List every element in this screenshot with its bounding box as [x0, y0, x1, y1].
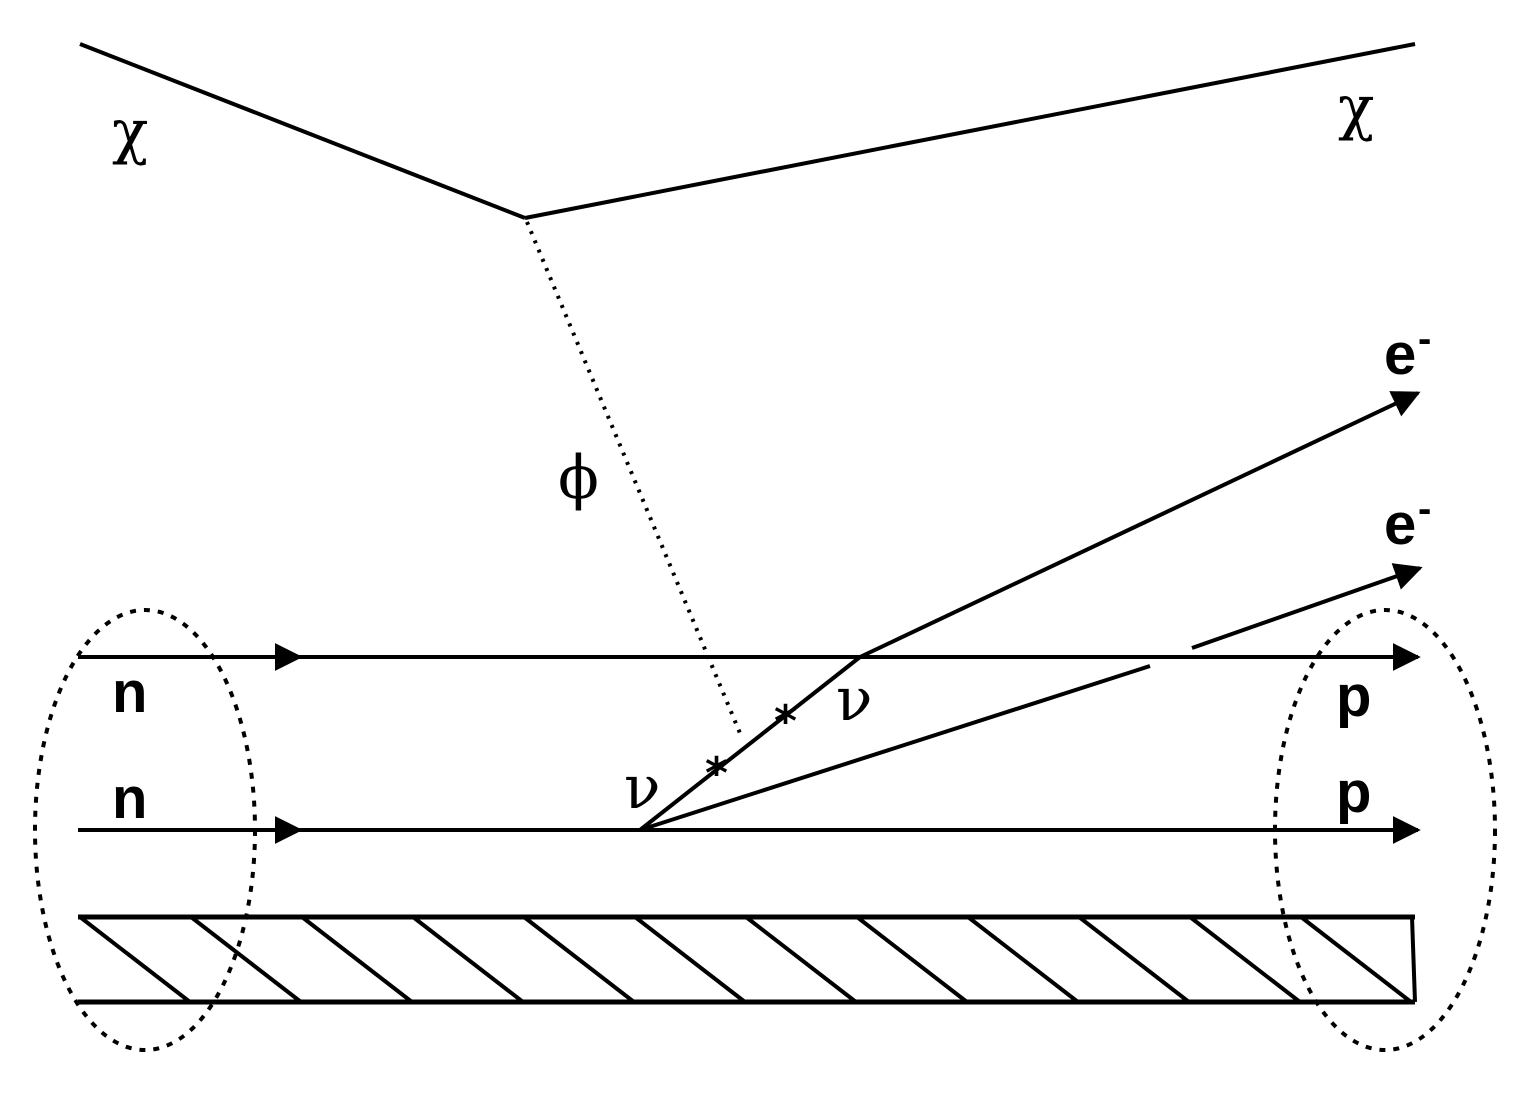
- hatch-line: [78, 915, 192, 1004]
- hatch-line: [633, 915, 747, 1004]
- final-nucleus-ellipse: [1273, 608, 1497, 1052]
- hatch-line: [1299, 915, 1413, 1004]
- hatch-line: [411, 915, 525, 1004]
- chi-outgoing-label: χ: [1338, 73, 1374, 143]
- neutron-label-bottom: n: [112, 766, 147, 831]
- hatch-line: [189, 915, 303, 1004]
- hatch-line: [855, 915, 969, 1004]
- electron-label-top: e: [1384, 322, 1416, 387]
- neutron-label-top: n: [112, 660, 147, 725]
- chi-incoming-line: [79, 42, 526, 220]
- hatch-line: [300, 915, 414, 1004]
- initial-nucleus-ellipse: [33, 608, 257, 1052]
- hatch-line: [522, 915, 636, 1004]
- hatch-line: [1077, 915, 1191, 1004]
- proton-label-bottom: p: [1336, 760, 1371, 825]
- electron-charge-bottom: -: [1418, 487, 1431, 531]
- neutrino-label-right: ν: [836, 665, 872, 735]
- star-marker-upper: *: [774, 696, 797, 747]
- hatch-line: [1410, 916, 1417, 1003]
- chi-incoming-label: χ: [112, 97, 148, 167]
- star-marker-lower: *: [705, 748, 728, 799]
- electron-line-top: [859, 391, 1421, 659]
- proton-label-top: p: [1336, 664, 1371, 729]
- neutrino-label-left: ν: [624, 753, 660, 823]
- electron-line-bottom-outer: [1191, 563, 1423, 650]
- hatch-line: [744, 915, 858, 1004]
- electron-label-bottom: e: [1384, 492, 1416, 557]
- neutrino-exchange-line: [638, 655, 862, 832]
- hatch-line: [966, 915, 1080, 1004]
- hatch-line: [1188, 915, 1302, 1004]
- spectator-nucleus-band: [78, 914, 1417, 1005]
- phi-label: ϕ: [558, 443, 599, 513]
- chi-outgoing-line: [524, 42, 1416, 220]
- electron-line-bottom-inner: [639, 664, 1151, 832]
- electron-charge-top: -: [1418, 317, 1431, 361]
